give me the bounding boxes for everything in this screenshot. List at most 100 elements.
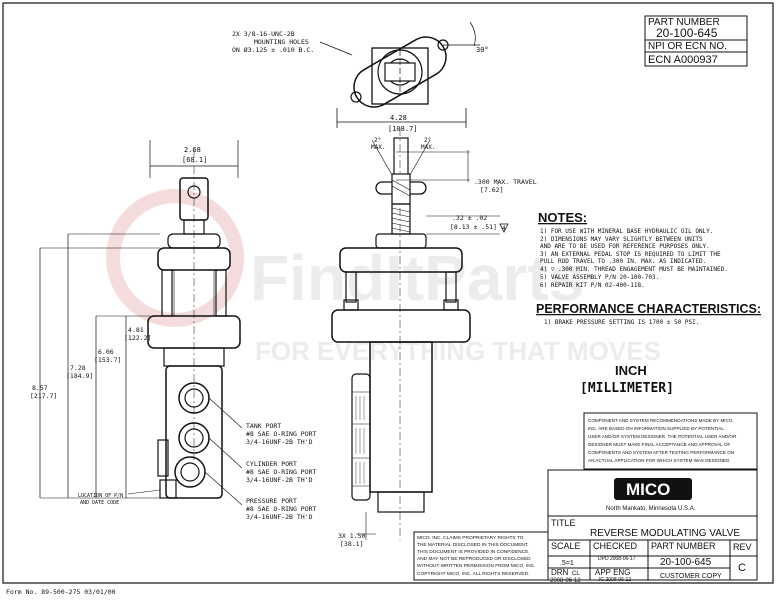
- max-left-angle: 2°: [374, 137, 381, 144]
- max-right-angle: 2°: [424, 137, 431, 144]
- angle-dim: 30°: [476, 46, 489, 54]
- side-view-labels: 2° MAX. 2° MAX. .300 MAX. TRAVEL [7.62] …: [338, 137, 537, 548]
- part-number-label: PART NUMBER: [648, 17, 720, 28]
- front-view: [39, 140, 243, 506]
- rec-line-2: INC. ARE BASED ON INFORMATION SUPPLIED B…: [588, 426, 724, 431]
- units-mm: [MILLIMETER]: [580, 381, 674, 396]
- mico-logo-bg: [614, 478, 692, 500]
- notice-line-2: THE MATERIAL DISCLOSED IN THIS DOCUMENT.: [417, 542, 529, 548]
- checked-by: DPD 2008-06-17: [598, 556, 636, 562]
- notice-line-6: COPYRIGHT MICO, INC. ALL RIGHTS RESERVED…: [417, 571, 529, 577]
- customer-copy: CUSTOMER COPY: [660, 573, 722, 580]
- flange-width-mm: [108.7]: [388, 125, 418, 133]
- watermark-tagline: FOR EVERYTHING THAT MOVES: [255, 336, 661, 366]
- dim-h3-mm: [184.9]: [66, 372, 93, 380]
- note-3b: PULL ROD TRAVEL TO .300 IN. MAX. AS INDI…: [540, 258, 706, 265]
- travel-dim-mm: [7.62]: [480, 186, 503, 194]
- drawing-title: REVERSE MODULATING VALVE: [590, 528, 740, 539]
- scale-value: .5=1: [560, 560, 574, 567]
- note-1: 1) FOR USE WITH MINERAL BASE HYDRAULIC O…: [540, 228, 713, 235]
- note-2: 2) DIMENSIONS MAY VARY SLIGHTLY BETWEEN …: [540, 236, 703, 243]
- holes-note-2: MOUNTING HOLES: [254, 38, 309, 46]
- dim-h1: 4.81: [128, 326, 144, 334]
- top-view: [319, 21, 480, 128]
- part-number-value-2: 20-100-645: [660, 557, 712, 568]
- note-3: 3) AN EXTERNAL PEDAL STOP IS REQUIRED TO…: [540, 251, 721, 258]
- flange-width-dim: 4.28: [390, 114, 407, 122]
- location-note-1: LOCATION OF P/N: [78, 493, 123, 499]
- rec-line-1: COMPONENT AND SYSTEM RECOMMENDATIONS MAD…: [588, 418, 734, 423]
- side-view: [331, 128, 509, 540]
- front-view-labels: 2.68 [68.1] 4.81 [122.2] 6.06 [153.7] 7.…: [30, 146, 317, 521]
- pressure-port-line3: 3/4-16UNF-2B TH'D: [246, 513, 313, 521]
- holes-note-1: 2X 3/8-16-UNC-2B: [232, 30, 295, 38]
- drn-by: CL: [572, 571, 580, 577]
- bottom-dim: 3X 1.50: [338, 532, 365, 540]
- part-number-label-2: PART NUMBER: [651, 541, 716, 551]
- pressure-port-title: PRESSURE PORT: [246, 497, 297, 505]
- front-width-dim: 2.68: [184, 146, 201, 154]
- notes-section: NOTES: 1) FOR USE WITH MINERAL BASE HYDR…: [536, 210, 761, 396]
- drn-label: DRN: [551, 568, 569, 577]
- proprietary-notice: MICO, INC. CLAIMS PROPRIETARY RIGHTS TO …: [413, 531, 549, 581]
- watermark: FindItParts FOR EVERYTHING THAT MOVES: [106, 189, 661, 366]
- thread-dim-mm: [8.13 ± .51]: [450, 223, 497, 231]
- note-6: 6) REPAIR KIT P/N 02-400-118.: [540, 282, 645, 289]
- units-inch: INCH: [615, 363, 647, 378]
- note-4: 4) ▽ .300 MIN. THREAD ENGAGEMENT MUST BE…: [540, 266, 728, 273]
- tank-port-title: TANK PORT: [246, 422, 281, 430]
- title-block: [547, 515, 758, 581]
- rec-line-5: COMPONENTS AND SYSTEM AFTER TESTING PERF…: [588, 450, 734, 455]
- rev-label: REV: [733, 542, 752, 552]
- note-2b: AND ARE TO BE USED FOR REFERENCE PURPOSE…: [540, 243, 710, 250]
- scale-label: SCALE: [551, 541, 581, 551]
- logo-box: MICO North Mankato, Minnesota U.S.A.: [547, 469, 758, 517]
- max-right-label: MAX.: [421, 144, 435, 151]
- title-block-text: TITLE REVERSE MODULATING VALVE SCALE .5=…: [550, 518, 752, 584]
- location-note-2: AND DATE CODE: [80, 500, 119, 506]
- performance-1: 1) BRAKE PRESSURE SETTING IS 1700 ± 50 P…: [544, 319, 699, 326]
- cylinder-port-line2: #8 SAE O-RING PORT: [246, 468, 317, 476]
- cylinder-port-title: CYLINDER PORT: [246, 460, 297, 468]
- tank-port-line3: 3/4-16UNF-2B TH'D: [246, 438, 313, 446]
- thread-dim: .32 ± .02: [452, 214, 487, 222]
- dim-h4-mm: [217.7]: [30, 392, 57, 400]
- max-left-label: MAX.: [371, 144, 385, 151]
- bottom-dim-mm: [38.1]: [340, 540, 363, 548]
- watermark-logo-circle: [106, 189, 244, 327]
- pressure-port-line2: #8 SAE O-RING PORT: [246, 505, 317, 513]
- performance-title: PERFORMANCE CHARACTERISTICS:: [536, 302, 761, 316]
- notice-line-1: MICO, INC. CLAIMS PROPRIETARY RIGHTS TO: [417, 535, 524, 541]
- holes-note-3: ON Ø3.125 ± .010 B.C.: [232, 46, 314, 54]
- form-number: Form No. 89-500-275 03/01/00: [6, 588, 116, 596]
- ecn-value: ECN A000937: [648, 54, 718, 66]
- dim-h1-mm: [122.2]: [124, 334, 151, 342]
- app-eng-label: APP ENG: [595, 568, 630, 577]
- checked-label: CHECKED: [593, 541, 638, 551]
- mico-logo: MICO: [626, 480, 670, 499]
- cylinder-port-line3: 3/4-16UNF-2B TH'D: [246, 476, 313, 484]
- drn-date: 2008-06-12: [550, 578, 581, 584]
- sheet-border: [2, 2, 774, 584]
- part-number-block: PART NUMBER 20-100-645 NPI OR ECN NO. EC…: [644, 15, 748, 67]
- dim-h3: 7.28: [70, 364, 86, 372]
- recommendations-box: COMPONENT AND SYSTEM RECOMMENDATIONS MAD…: [583, 412, 758, 470]
- part-number-value: 20-100-645: [656, 26, 718, 40]
- app-eng-by: JC 2008-06-12: [598, 577, 631, 583]
- dim-h2: 6.06: [98, 348, 114, 356]
- travel-dim: .300 MAX. TRAVEL: [474, 178, 537, 186]
- title-label: TITLE: [551, 518, 576, 528]
- front-width-mm: [68.1]: [182, 156, 207, 164]
- thread-note-mark: 4: [502, 225, 506, 232]
- note-5: 5) VALVE ASSEMBLY P/N 20-100-703.: [540, 274, 659, 281]
- top-view-labels: 2X 3/8-16-UNC-2B MOUNTING HOLES ON Ø3.12…: [232, 30, 489, 133]
- notice-line-3: THIS DOCUMENT IS PROVIDED IN CONFIDENCE: [417, 549, 528, 555]
- rec-line-6: AN ACTUAL APPLICATION FOR WHICH SYSTEM W…: [588, 458, 731, 463]
- watermark-brand: FindItParts: [250, 242, 584, 314]
- rev-value: C: [738, 562, 746, 574]
- notice-line-4: AND MAY NOT BE REPRODUCED OR DISCLOSED: [417, 556, 531, 562]
- notes-title: NOTES:: [538, 210, 587, 225]
- npi-ecn-label: NPI OR ECN NO.: [648, 41, 727, 52]
